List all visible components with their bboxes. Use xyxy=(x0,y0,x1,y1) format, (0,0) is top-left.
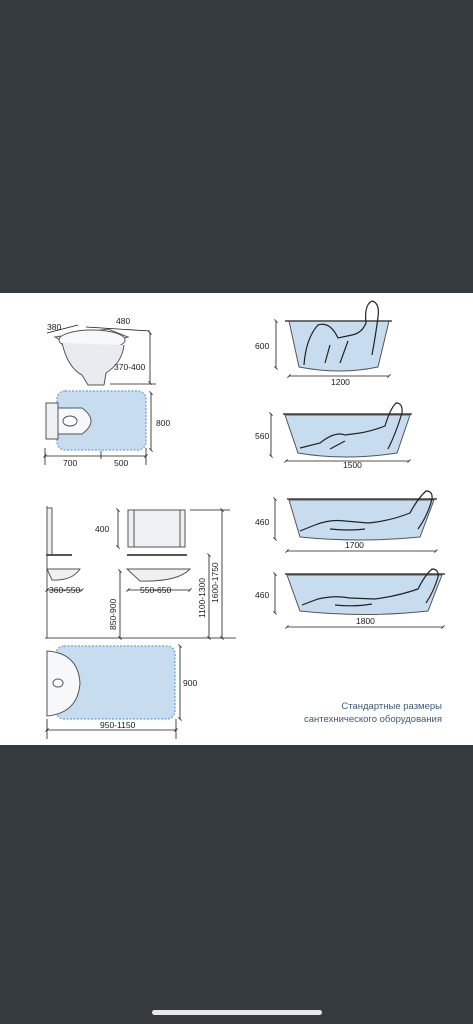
toilet-plan-dimension-lines xyxy=(43,391,153,465)
toilet-dimension-lines xyxy=(46,324,156,385)
sink-bowl-height-label: 400 xyxy=(95,524,109,534)
toilet-height-label: 370-400 xyxy=(114,362,145,372)
caption-line-1: Стандартные размеры xyxy=(341,701,442,712)
sink-front-depth-label: 360-550 xyxy=(49,585,80,595)
toilet-depth-label: 380 xyxy=(47,322,61,332)
bathtub-1500-height-label: 560 xyxy=(255,431,269,441)
sink-mirror-low-label: 1100-1300 xyxy=(197,578,207,618)
caption-line-2: сантехнического оборудования xyxy=(304,714,442,725)
sink-zone-width-label: 950-1150 xyxy=(100,720,136,730)
sink-side-view xyxy=(46,506,81,638)
sink-front-view xyxy=(125,509,192,582)
sink-bowl-width-label: 550-650 xyxy=(140,585,171,595)
bathtub-1800: 460 1800 xyxy=(255,568,445,629)
sink-plan-dimension-lines xyxy=(45,644,182,739)
sink-clearance-zone xyxy=(55,645,176,720)
toilet-clearance-zone xyxy=(56,390,147,451)
bathtub-1200-length-label: 1200 xyxy=(331,377,350,387)
toilet-side-view xyxy=(53,328,130,386)
toilet-width-label: 480 xyxy=(116,316,130,326)
toilet-zone-right-label: 500 xyxy=(114,458,128,468)
bather-figure-1 xyxy=(303,300,379,366)
bathtub-1700-length-label: 1700 xyxy=(345,540,364,550)
sink-zone-depth-label: 900 xyxy=(183,678,197,688)
bathtub-1800-length-label: 1800 xyxy=(356,616,375,626)
bathtub-1500-length-label: 1500 xyxy=(343,460,362,470)
bathtub-1700: 460 1700 xyxy=(255,490,438,553)
home-indicator[interactable] xyxy=(152,1010,322,1015)
sink-rim-height-label: 850-900 xyxy=(108,599,118,630)
bathtub-1200-height-label: 600 xyxy=(255,341,269,351)
diagram-sheet: 380 480 370-400 800 700 500 xyxy=(0,293,473,745)
sink-dimension-lines xyxy=(45,508,236,640)
sink-mirror-high-label: 1600-1750 xyxy=(210,562,220,603)
toilet-zone-left-label: 700 xyxy=(63,458,77,468)
bathtub-1200: 600 1200 xyxy=(255,300,392,387)
toilet-plan-view xyxy=(45,402,92,440)
bather-figure-4 xyxy=(301,568,439,607)
bathtub-1700-height-label: 460 xyxy=(255,517,269,527)
bather-figure-3 xyxy=(299,490,433,532)
bathtub-1800-height-label: 460 xyxy=(255,590,269,600)
diagram-caption: Стандартные размеры сантехнического обор… xyxy=(262,700,442,726)
sink-plan-view xyxy=(46,650,81,717)
bather-figure-2 xyxy=(299,402,403,450)
toilet-zone-depth-label: 800 xyxy=(156,418,170,428)
bathtub-1500: 560 1500 xyxy=(255,402,412,470)
plumbing-dimensions-diagram: 380 480 370-400 800 700 500 xyxy=(43,300,445,739)
